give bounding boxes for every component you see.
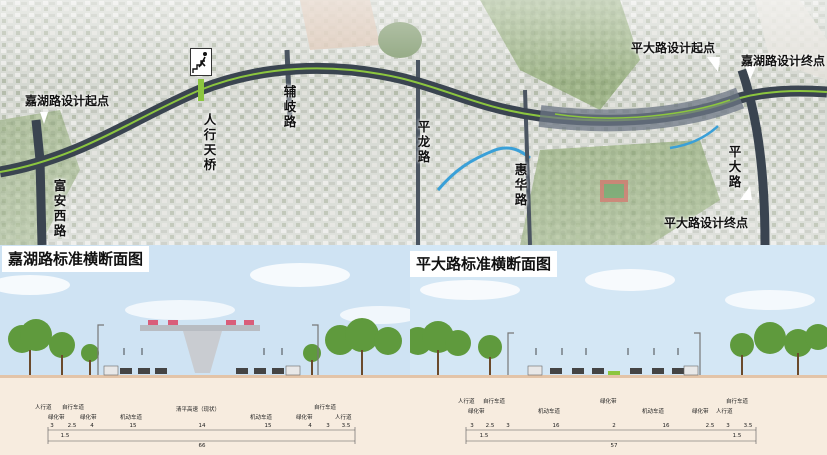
jiahu-dim-total: 66 [198,443,206,449]
jiahu-dim-5: 14 [198,423,206,429]
pingda-dim-5: 2 [612,423,616,429]
road-name-fuan: 富安西路 [53,178,67,238]
jiahu-legend-c: 绿化带 [48,415,65,421]
label-pingda-end: 平大路设计终点 [664,216,749,230]
pingda-dim-9: 3.5 [743,423,753,429]
jiahu-cross-section: 嘉湖路标准横断面图 人行道 自行车道 绿化带 绿化带 机动车道 清平高速（现状）… [0,245,410,455]
jiahu-dim-1: 3 [50,423,54,429]
pingda-dim-2: 2.5 [485,423,495,429]
pingda-legend-d: 机动车道 [538,409,561,415]
pingda-dim-1: 3 [470,423,474,429]
pedestrian-bridge-icon [190,48,212,76]
jiahu-legend-h: 绿化带 [296,415,313,421]
jiahu-legend-a: 人行道 [35,405,52,411]
road-name-pingda: 平大路 [728,144,742,189]
pingda-legend-c: 绿化带 [468,409,485,415]
jiahu-dim-3: 4 [90,423,94,429]
pingda-dim-8: 3 [726,423,730,429]
jiahu-legend-g: 机动车道 [250,415,273,421]
pingda-legend-h: 人行道 [716,409,733,415]
pingda-dim-4: 16 [552,423,560,429]
road-name-huihua: 惠华路 [514,162,528,207]
pingda-dim-sub-left: 1.5 [479,433,489,439]
pingda-dim-6: 16 [662,423,670,429]
jiahu-dim-sub: 1.5 [60,433,70,439]
jiahu-dim-9: 3.5 [341,423,351,429]
road-name-pinglong: 平龙路 [417,119,431,164]
pingda-dim-7: 2.5 [705,423,715,429]
pingda-dim-3: 3 [506,423,510,429]
label-jiahu-start: 嘉湖路设计起点 [25,94,110,108]
jiahu-dim-2: 2.5 [67,423,77,429]
aerial-map-drawing [0,0,827,245]
pingda-dim-total: 57 [610,443,618,449]
pingda-legend-f: 机动车道 [642,409,665,415]
pingda-legend-b: 自行车道 [483,399,506,405]
road-name-fuqi: 辅岐路 [283,84,297,129]
jiahu-dim-7: 4 [308,423,312,429]
jiahu-dim-6: 15 [264,423,272,429]
jiahu-legend-d: 绿化带 [80,415,97,421]
jiahu-legend-f: 清平高速（现状） [176,407,221,413]
aerial-map: 嘉湖路设计起点 平大路设计起点 嘉湖路设计终点 平大路设计终点 富安西路 人行天… [0,0,827,245]
pingda-legend-a: 人行道 [458,399,475,405]
jiahu-legend-e: 机动车道 [120,415,143,421]
label-jiahu-end: 嘉湖路设计终点 [741,54,826,68]
pingda-legend-i: 自行车道 [726,399,749,405]
road-name-bridge: 人行天桥 [203,112,217,172]
pingda-section-title: 平大路标准横断面图 [410,251,558,277]
jiahu-dim-4: 15 [129,423,137,429]
jiahu-legend-i: 自行车道 [314,405,337,411]
pingda-dim-sub-right: 1.5 [732,433,742,439]
pingda-legend-g: 绿化带 [692,409,709,415]
pingda-legend-e: 绿化带 [600,399,617,405]
label-pingda-start: 平大路设计起点 [631,41,716,55]
jiahu-section-title: 嘉湖路标准横断面图 [2,246,150,272]
jiahu-legend-b: 自行车道 [62,405,85,411]
jiahu-dim-8: 3 [326,423,330,429]
jiahu-legend-j: 人行道 [335,415,352,421]
pingda-cross-section: 平大路标准横断面图 人行道 自行车道 绿化带 机动车道 绿化带 机动车道 绿化带… [410,245,827,455]
